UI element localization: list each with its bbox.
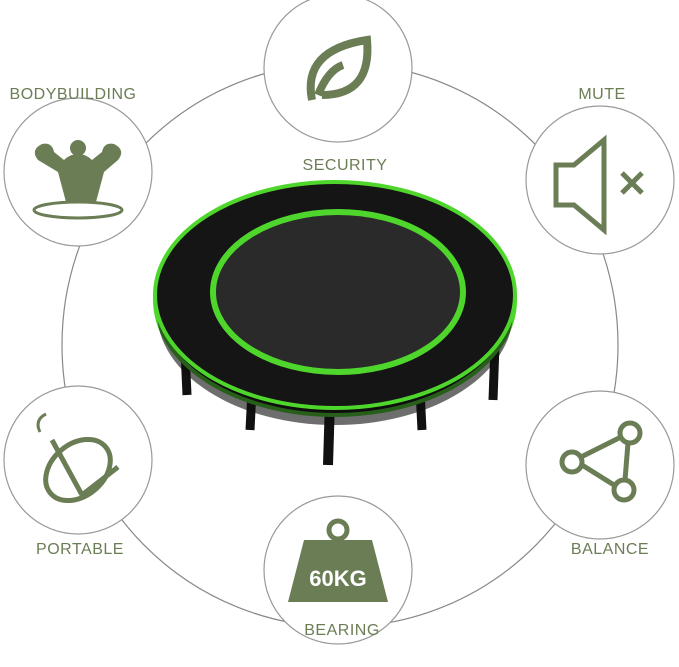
feature-circle-balance [525, 390, 675, 540]
label-bearing: BEARING [304, 622, 380, 639]
feature-circle-portable [3, 385, 153, 535]
trampoline [153, 180, 517, 466]
label-mute: MUTE [578, 86, 626, 103]
label-balance: BALANCE [570, 541, 650, 558]
share-nodes-icon [559, 420, 643, 503]
weight-icon: 60KG [288, 518, 388, 602]
label-portable: PORTABLE [36, 541, 124, 558]
weight-badge: 60KG [309, 566, 366, 591]
mute-speaker-icon [553, 134, 644, 236]
leaf-icon [306, 35, 372, 101]
bodybuilder-icon [32, 140, 124, 220]
label-security: SECURITY [302, 157, 388, 174]
fold-icon [36, 412, 120, 504]
label-bodybuilding: BODYBUILDING [9, 86, 137, 103]
feature-circle-mute [525, 105, 675, 255]
